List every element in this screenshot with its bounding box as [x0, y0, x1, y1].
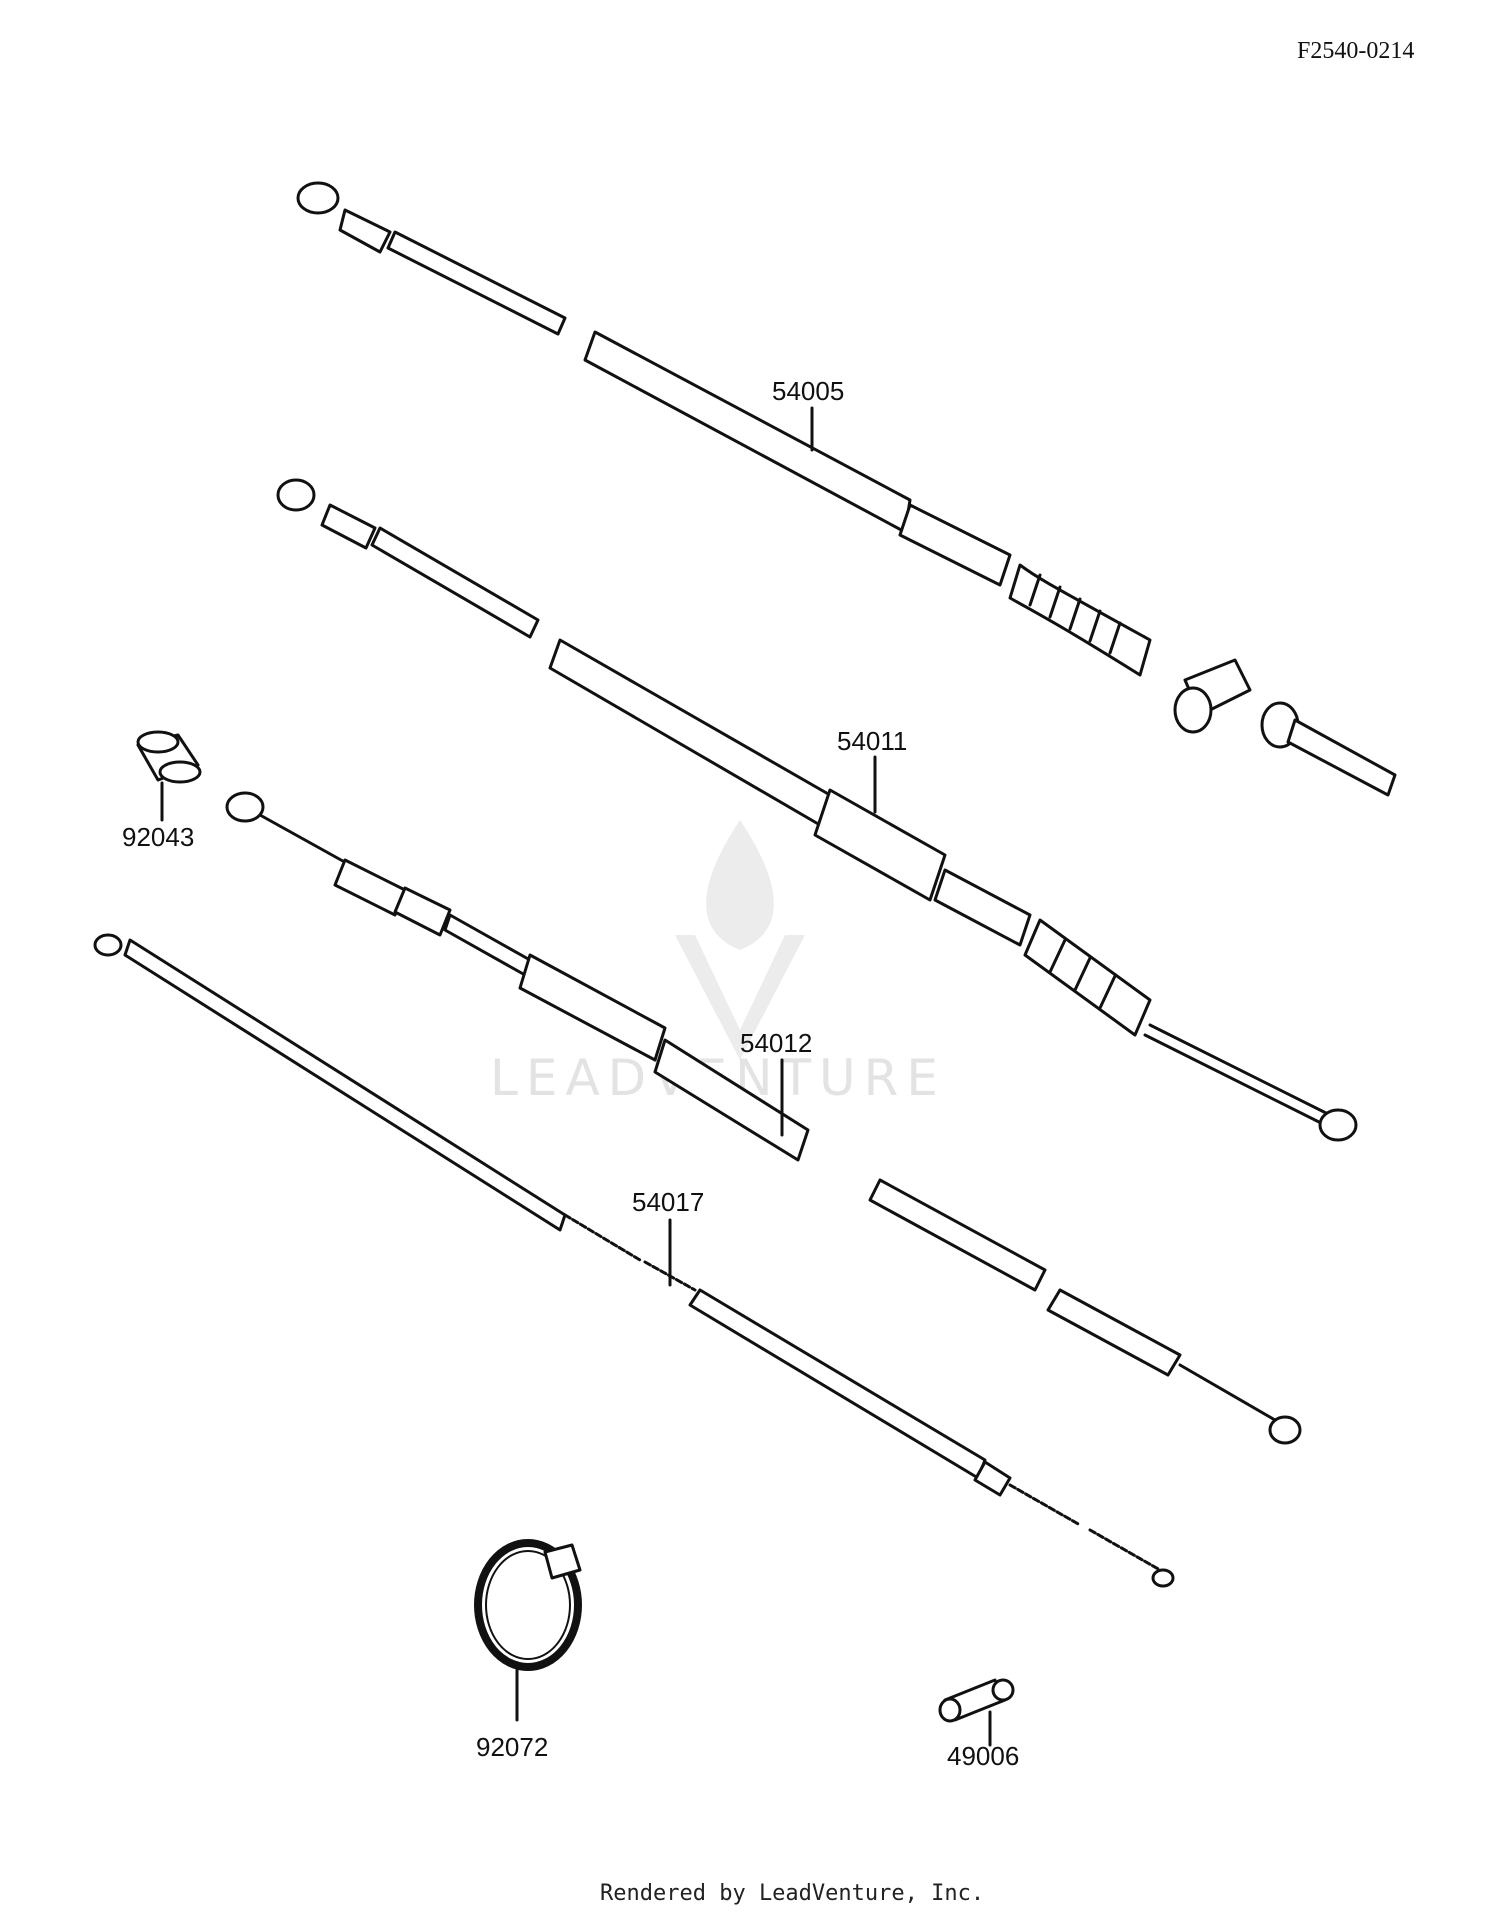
clamp-band-inner [485, 1550, 571, 1660]
clamp-band [474, 1539, 582, 1671]
cable-housing-segment [386, 230, 567, 336]
inner-wire [1148, 1023, 1332, 1117]
cable-housing-long [653, 1038, 810, 1162]
part-label: 54005 [772, 376, 844, 406]
inner-wire [1143, 1033, 1327, 1127]
adjuster-barrel [1173, 686, 1213, 734]
inner-wire [258, 813, 352, 867]
adjuster-sleeve [393, 886, 452, 937]
cable-end-fitting [225, 791, 265, 823]
cable-housing-long [548, 638, 832, 827]
cable-housing-segment [370, 526, 540, 639]
part-label: 54011 [837, 726, 907, 756]
part-49006 [938, 1678, 1015, 1747]
part-label: 49006 [947, 1741, 1019, 1771]
cable-housing-long [123, 938, 567, 1232]
inner-wire-braided [563, 1213, 642, 1262]
cable-bellows [1008, 563, 1152, 677]
cable-housing-upper [338, 208, 392, 254]
part-label: 54017 [632, 1187, 704, 1217]
cable-sleeve [518, 953, 667, 1062]
cable-boot [898, 503, 1012, 587]
bellows-rib [1098, 974, 1117, 1010]
cable-housing-segment [868, 1178, 1047, 1292]
cable-54005 [296, 181, 1397, 797]
flame-icon [706, 820, 774, 950]
cable-housing-long [688, 1288, 987, 1480]
cable-spring [933, 868, 1032, 947]
cable-bellows [1023, 918, 1152, 1037]
cable-housing-upper [320, 503, 377, 550]
part-92043 [136, 730, 202, 822]
cable-end-fitting [276, 478, 316, 512]
inner-wire [1178, 1363, 1277, 1422]
cable-end-fitting [1268, 1415, 1302, 1445]
cable-54012 [225, 791, 1302, 1445]
clamp-head [543, 1543, 582, 1580]
inner-wire-braided [1008, 1483, 1082, 1527]
threaded-rod [1286, 718, 1397, 797]
part-92072 [474, 1539, 582, 1722]
part-label: 92072 [476, 1732, 548, 1762]
end-cap-back [938, 1697, 962, 1723]
part-label: 54012 [740, 1028, 812, 1058]
cable-end-fitting [93, 933, 123, 957]
bellows-rib [1088, 609, 1102, 643]
part-label: 92043 [122, 822, 194, 852]
cable-ferrule [973, 1460, 1012, 1497]
bellows-rib [1028, 573, 1042, 607]
inner-wire-braided [1088, 1528, 1162, 1572]
cable-end-fitting [296, 181, 340, 215]
bellows-rib [1068, 597, 1082, 631]
grommet-bottom [158, 760, 202, 784]
cable-housing-long [583, 330, 912, 534]
cable-54011 [276, 478, 1358, 1142]
cable-54017 [93, 933, 1175, 1588]
bellows-rib [1073, 956, 1092, 992]
bellows-rib [1048, 585, 1062, 619]
cable-end-fitting [1318, 1108, 1358, 1142]
cable-sleeve [813, 788, 947, 902]
lv-logo-icon [675, 935, 805, 1060]
diagram-code: F2540-0214 [1297, 38, 1414, 64]
bellows-rib [1108, 621, 1122, 655]
cable-housing-segment [1046, 1288, 1182, 1377]
threaded-adjuster [333, 858, 407, 917]
cable-end-fitting [1151, 1568, 1175, 1588]
footer-credit: Rendered by LeadVenture, Inc. [600, 1881, 984, 1906]
grommet-top [136, 730, 180, 754]
cable-housing-segment [443, 913, 532, 977]
bellows-rib [1048, 938, 1067, 974]
end-cap-tip [991, 1678, 1015, 1702]
